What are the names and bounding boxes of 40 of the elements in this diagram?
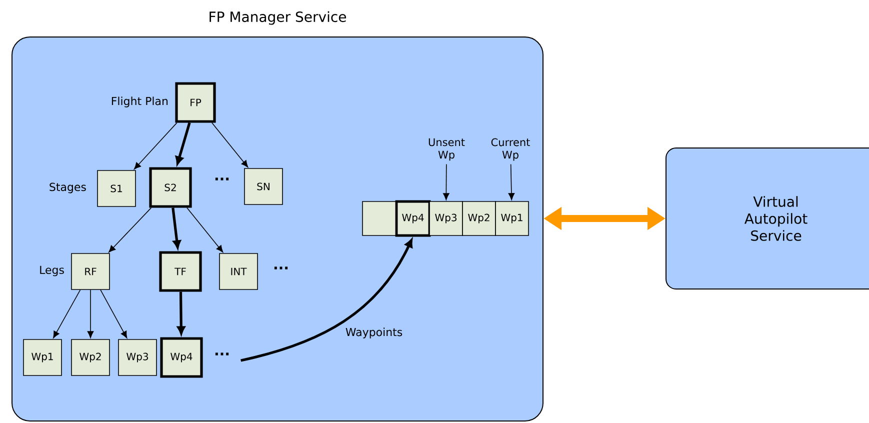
- arrow: [443, 164, 450, 200]
- tree-box: SN: [244, 168, 283, 205]
- arrow: [240, 239, 413, 362]
- tree-box: S1: [97, 170, 136, 207]
- arrow: [108, 207, 152, 252]
- queue-cell: [362, 201, 397, 236]
- level-label: Stages: [50, 182, 86, 194]
- queue-cell: Wp3: [429, 201, 463, 236]
- queue-cell: Wp2: [462, 201, 496, 236]
- highlighted-box: Wp4: [160, 337, 203, 378]
- arrow: [172, 208, 181, 249]
- arrow: [177, 292, 186, 335]
- arrow: [508, 164, 515, 200]
- arrow: [186, 207, 224, 252]
- tree-box: Wp2: [71, 339, 110, 376]
- panel-title: FP Manager Service: [210, 11, 346, 25]
- arrow: [87, 290, 94, 338]
- arrow: [175, 122, 191, 165]
- queue-cell: Wp1: [495, 201, 529, 236]
- arrow: [100, 290, 128, 338]
- level-label: Legs: [40, 266, 64, 276]
- pointer-label: Current Wp: [491, 138, 530, 161]
- arrow: [134, 122, 178, 170]
- highlighted-box: S2: [149, 167, 192, 208]
- service-box: Virtual Autopilot Service: [666, 148, 869, 290]
- pointer-label: Unsent Wp: [428, 138, 465, 161]
- tree-box: Wp3: [118, 339, 157, 376]
- highlighted-box: TF: [159, 251, 202, 292]
- arrow: [53, 290, 81, 338]
- level-label: Flight Plan: [112, 96, 168, 108]
- queue-cell: Wp4: [395, 200, 431, 237]
- tree-box: Wp1: [23, 339, 62, 376]
- ellipsis: ...: [274, 266, 288, 270]
- edge-label: Waypoints: [344, 326, 404, 340]
- tree-box: RF: [71, 253, 110, 290]
- arrow: [212, 122, 248, 168]
- ellipsis: ...: [215, 352, 229, 356]
- ellipsis: ...: [215, 178, 229, 180]
- tree-box: INT: [219, 253, 258, 290]
- highlighted-box: FP: [175, 82, 216, 123]
